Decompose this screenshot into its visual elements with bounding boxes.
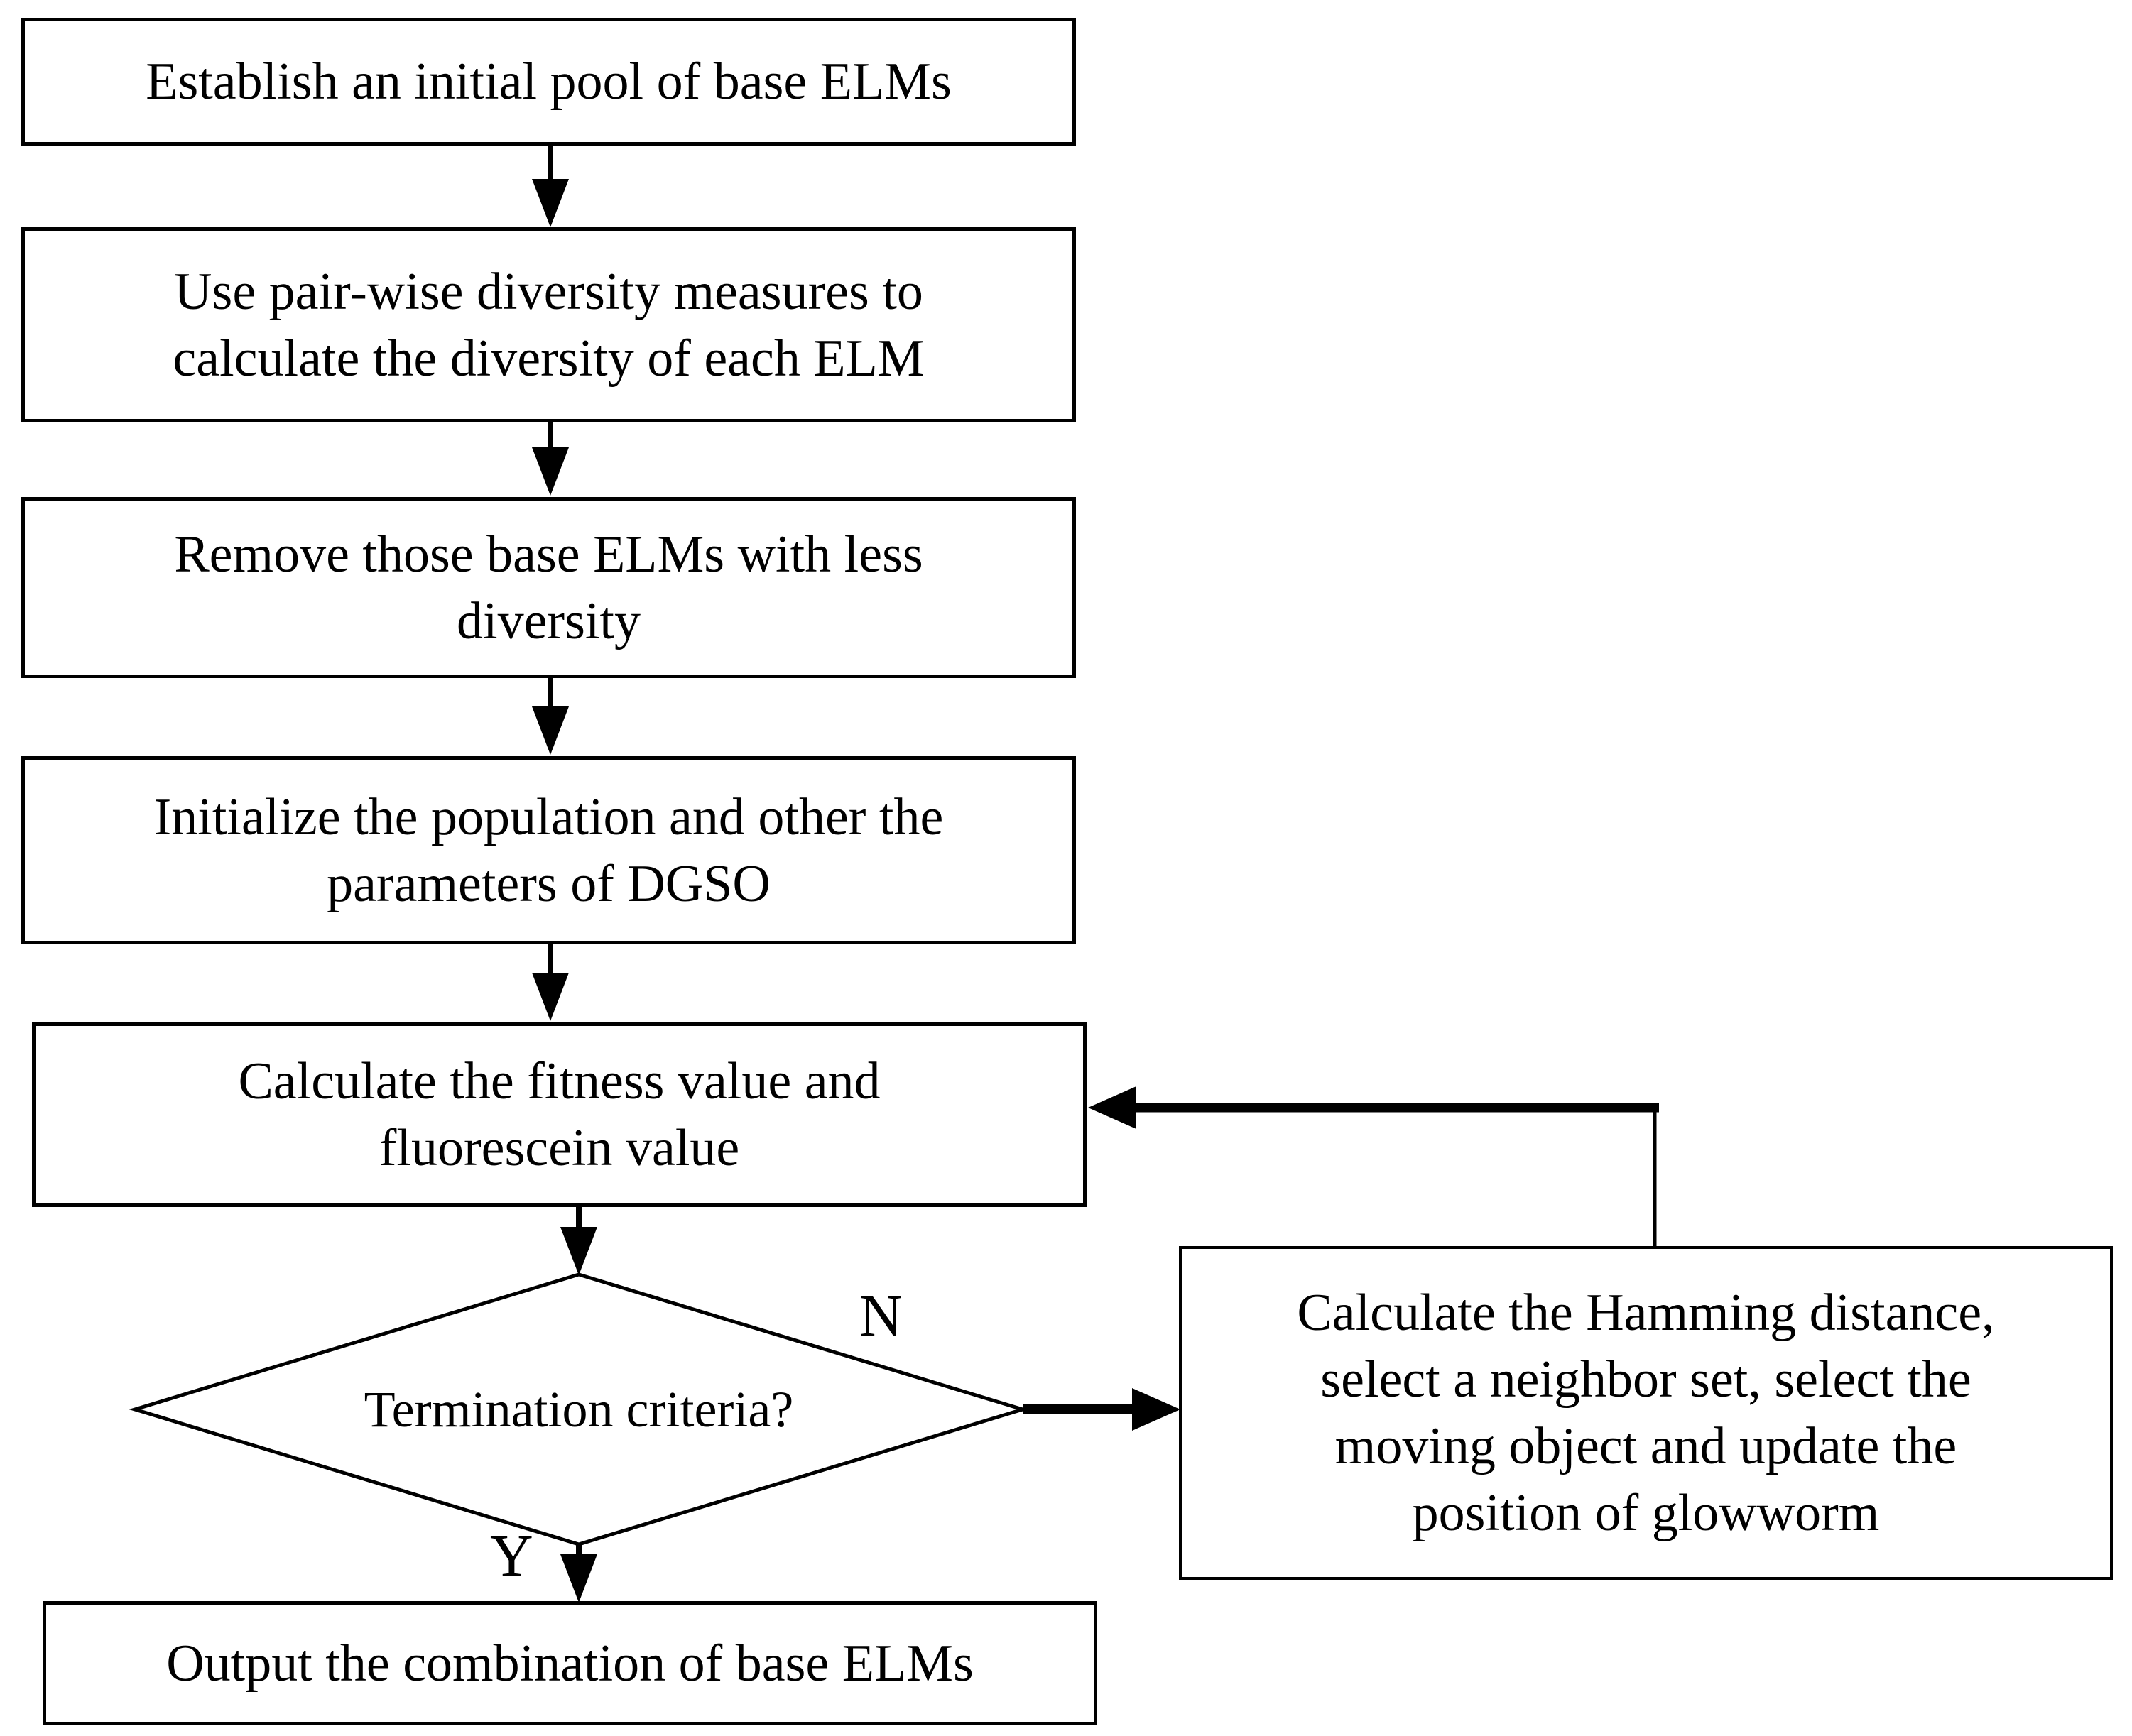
node-line: Remove those base ELMs with less bbox=[174, 525, 923, 584]
node-output-combination: Output the combination of base ELMs bbox=[43, 1601, 1097, 1725]
arrowhead-down-icon bbox=[532, 706, 569, 755]
arrowhead-down-icon bbox=[532, 447, 569, 496]
node-line: moving object and update the bbox=[1334, 1417, 1957, 1475]
node-line: Calculate the Hamming distance, bbox=[1297, 1284, 1995, 1342]
node-line: position of glowworm bbox=[1412, 1484, 1880, 1542]
node-update-glowworm: Calculate the Hamming distance, select a… bbox=[1179, 1246, 2113, 1580]
node-line: Establish an initial pool of base ELMs bbox=[146, 53, 952, 111]
node-line: diversity bbox=[457, 591, 641, 650]
arrowhead-down-icon bbox=[532, 973, 569, 1021]
node-line: Use pair-wise diversity measures to bbox=[174, 262, 923, 321]
arrowhead-down-icon bbox=[560, 1554, 597, 1603]
arrowhead-left-icon bbox=[1088, 1086, 1136, 1129]
node-establish-pool: Establish an initial pool of base ELMs bbox=[21, 18, 1076, 146]
edge-label-no: N bbox=[859, 1283, 903, 1349]
node-line: select a neighbor set, select the bbox=[1320, 1350, 1971, 1409]
arrowhead-down-icon bbox=[532, 179, 569, 227]
arrowhead-down-icon bbox=[560, 1227, 597, 1275]
node-line: Initialize the population and other the bbox=[153, 787, 944, 846]
node-line: calculate the diversity of each ELM bbox=[173, 329, 925, 388]
node-remove-less-diversity: Remove those base ELMs with less diversi… bbox=[21, 497, 1076, 678]
node-line: parameters of DGSO bbox=[327, 854, 771, 913]
node-initialize-population: Initialize the population and other the … bbox=[21, 756, 1076, 944]
node-calculate-fitness: Calculate the fitness value and fluoresc… bbox=[32, 1022, 1087, 1207]
node-line: Output the combination of base ELMs bbox=[166, 1634, 974, 1693]
decision-termination-label: Termination criteria? bbox=[364, 1381, 794, 1438]
edge-label-yes: Y bbox=[490, 1523, 533, 1589]
arrowhead-right-icon bbox=[1132, 1388, 1180, 1431]
node-pairwise-diversity: Use pair-wise diversity measures to calc… bbox=[21, 227, 1076, 422]
node-line: fluorescein value bbox=[379, 1119, 740, 1177]
node-line: Calculate the fitness value and bbox=[238, 1052, 881, 1110]
